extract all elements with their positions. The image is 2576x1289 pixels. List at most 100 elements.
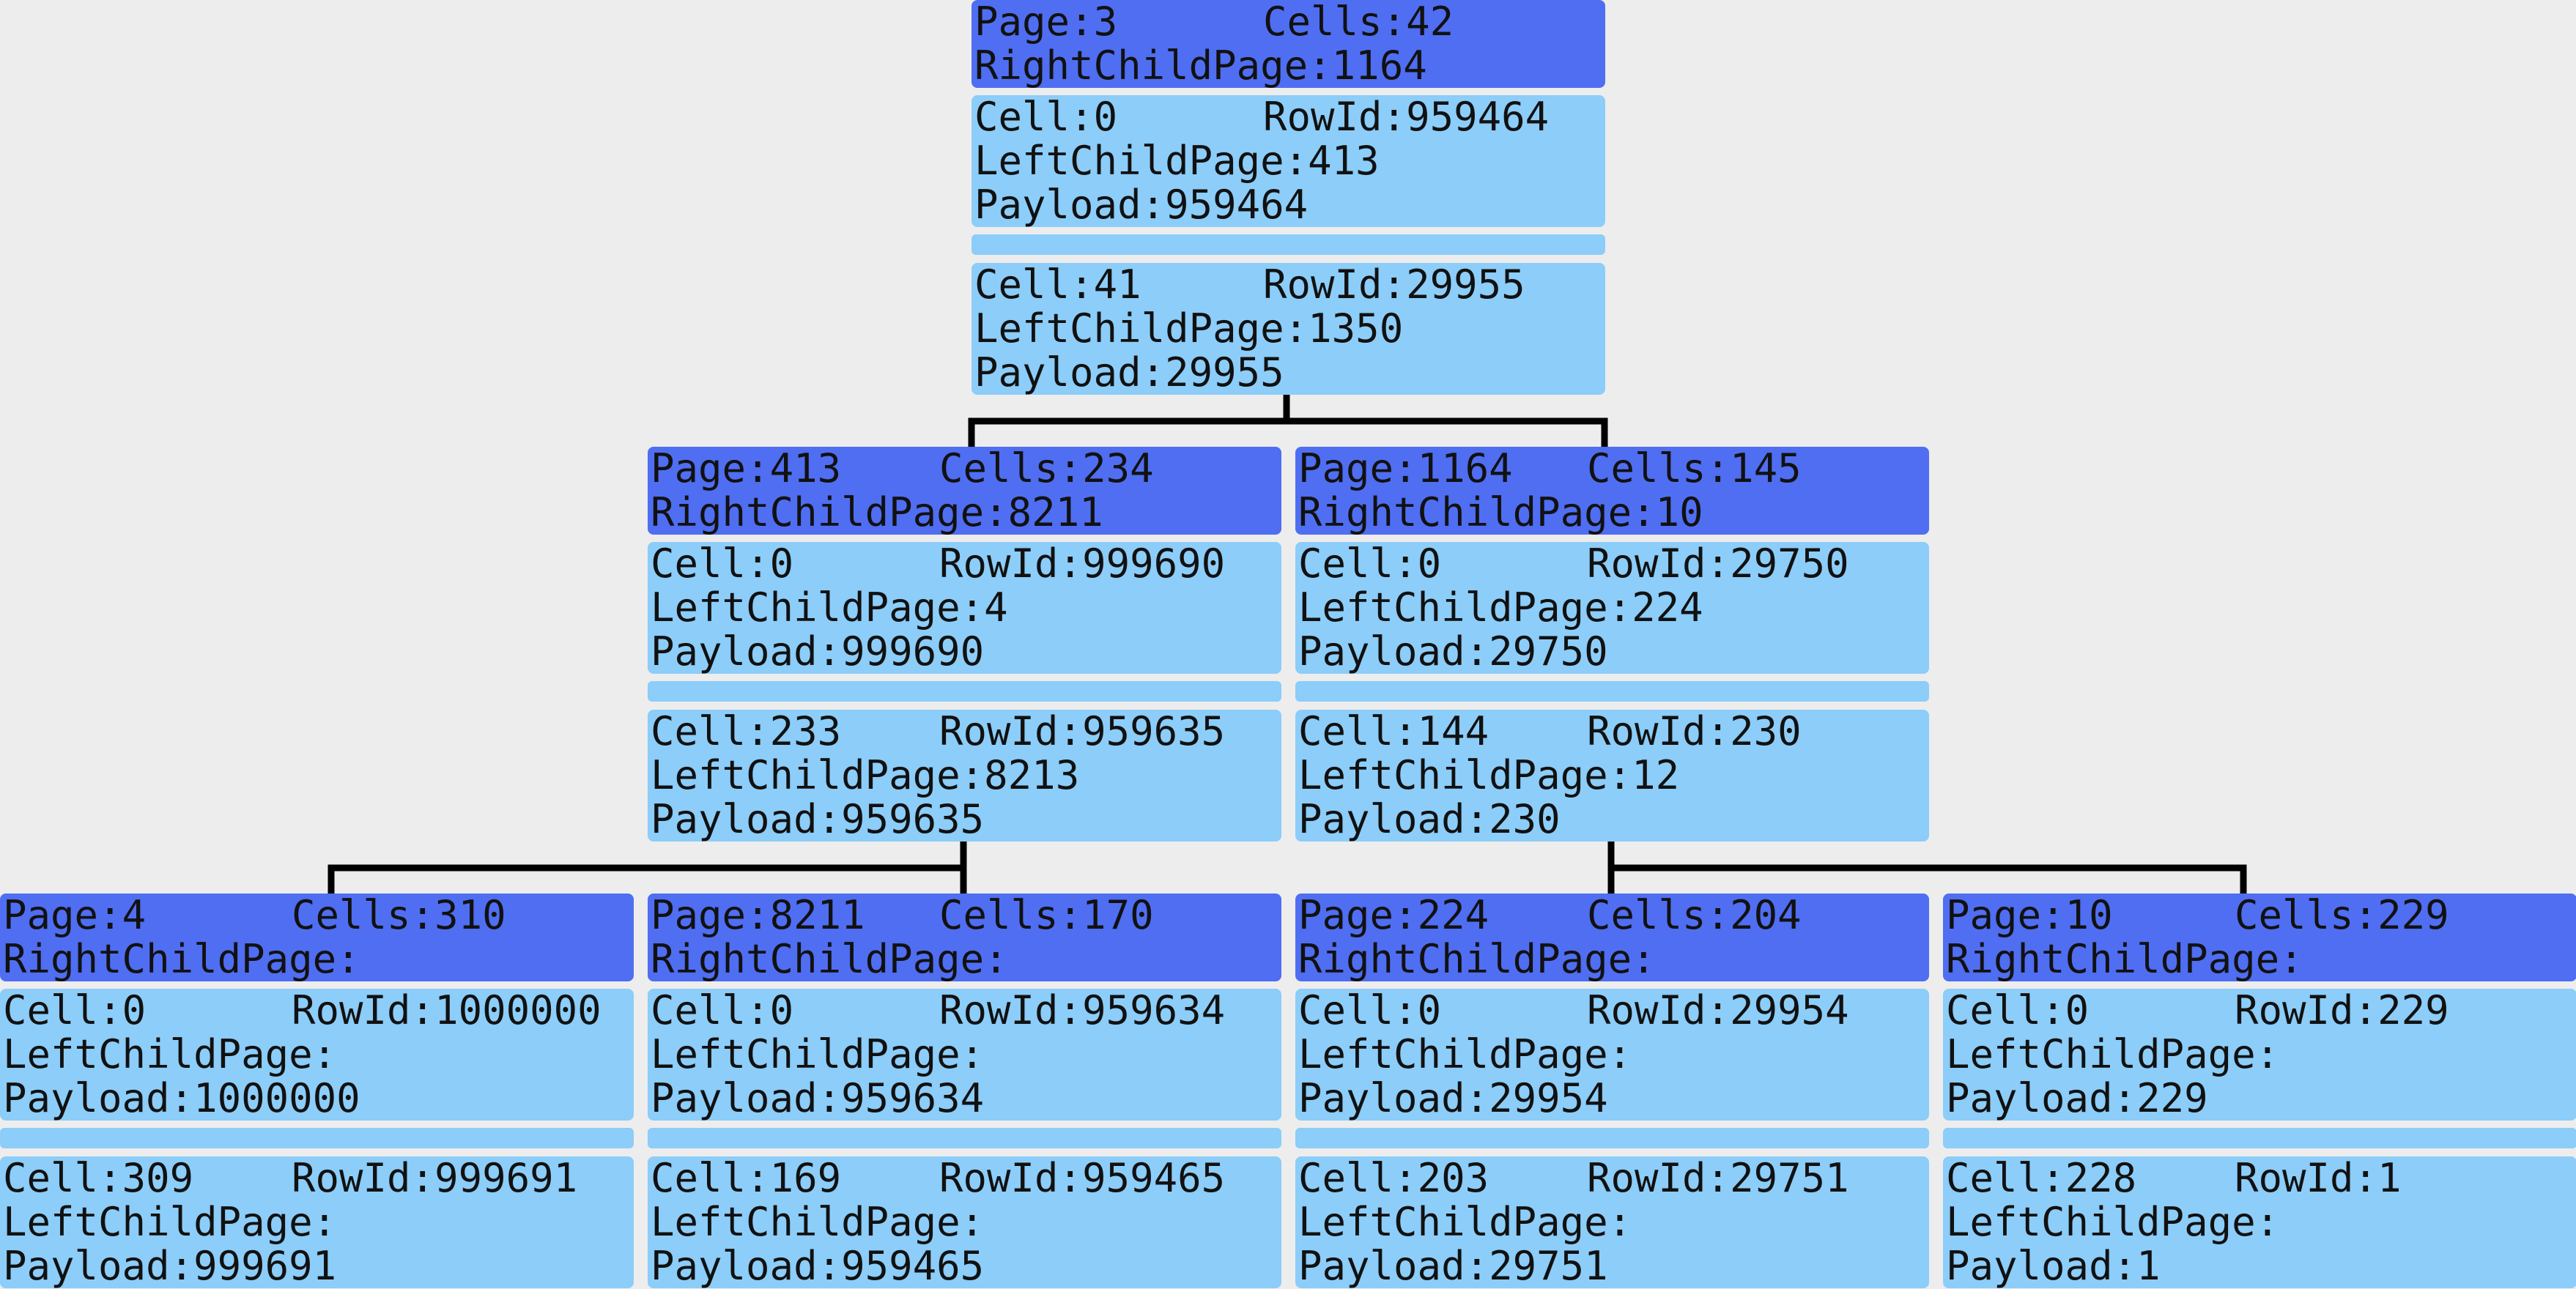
page-label: Page: [651,445,770,491]
rowid-label: RowId: [292,1155,435,1201]
page-number: 224 [1417,892,1489,938]
right-child-label: RightChildPage: [3,936,360,982]
left-child-label: LeftChildPage: [1298,584,1632,631]
left-child-label: LeftChildPage: [974,305,1309,352]
payload-label: Payload: [1298,1075,1489,1121]
cell-index: 0 [769,541,794,587]
cell-index: 203 [1417,1155,1489,1201]
payload-value: 959465 [841,1243,985,1289]
right-child-page: 10 [1655,489,1703,535]
payload-label: Payload: [1298,1243,1489,1289]
rowid-value: 959464 [1406,94,1550,140]
page-label: Page: [1298,445,1418,491]
right-child-label: RightChildPage: [651,489,1008,535]
cell-label: Cell: [3,1155,122,1201]
connector-root [968,393,1608,448]
rowid-label: RowId: [939,1155,1083,1201]
payload-label: Payload: [651,628,842,675]
rowid-value: 1000000 [434,987,602,1033]
cell-count: 170 [1082,892,1154,938]
cells-ellipsis-bar [1295,681,1929,702]
page-number: 10 [2065,892,2113,938]
cell-label: Cell: [1298,987,1418,1033]
rowid-label: RowId: [1587,987,1731,1033]
rowid-value: 29955 [1406,261,1525,308]
page-label: Page: [1298,892,1418,938]
left-child-label: LeftChildPage: [3,1199,337,1245]
cell-label: Cell: [651,708,770,754]
cells-label: Cells: [939,445,1083,491]
cell-label: Cell: [1946,1155,2065,1201]
left-child-page: 12 [1632,752,1680,798]
last-cell: Cell:233 RowId:959635 LeftChildPage:8213… [648,710,1281,842]
cell-index: 0 [2065,987,2090,1033]
payload-label: Payload: [974,349,1166,395]
payload-label: Payload: [1298,628,1489,675]
page-label: Page: [1946,892,2065,938]
rowid-label: RowId: [1587,708,1731,754]
cell-index: 228 [2065,1155,2137,1201]
cell-label: Cell: [651,987,770,1033]
payload-value: 999691 [193,1243,337,1289]
payload-value: 959635 [841,796,985,842]
left-child-label: LeftChildPage: [974,138,1309,184]
right-child-label: RightChildPage: [1298,936,1656,982]
payload-label: Payload: [3,1075,194,1121]
cell-index: 233 [769,708,842,754]
page-label: Page: [651,892,770,938]
left-child-page: 224 [1632,584,1703,631]
right-child-page: 1164 [1331,42,1427,89]
cell-label: Cell: [974,94,1094,140]
rowid-label: RowId: [2235,987,2378,1033]
left-child-label: LeftChildPage: [1946,1199,2280,1245]
page-number: 8211 [769,892,865,938]
cell-index: 0 [1417,987,1442,1033]
rowid-value: 959634 [1082,987,1226,1033]
payload-label: Payload: [651,1243,842,1289]
cell-label: Cell: [1298,708,1418,754]
rowid-value: 959465 [1082,1155,1226,1201]
page-label: Page: [3,892,122,938]
connector-page-413 [327,841,967,895]
page-number: 1164 [1417,445,1513,491]
left-child-page: 1350 [1308,305,1404,352]
page-number: 3 [1093,0,1118,45]
connector-page-1164 [1607,841,2247,895]
cell-index: 169 [769,1155,842,1201]
payload-value: 229 [2136,1075,2208,1121]
rowid-value: 1 [2377,1155,2402,1201]
cell-count: 310 [434,892,506,938]
rowid-label: RowId: [939,987,1083,1033]
cells-label: Cells: [1587,445,1731,491]
rowid-label: RowId: [1587,541,1731,587]
first-cell: Cell:0 RowId:1000000 LeftChildPage: Payl… [0,989,634,1121]
payload-label: Payload: [974,182,1166,228]
rowid-value: 29750 [1730,541,1849,587]
page-header: Page:8211 Cells:170 RightChildPage: [648,894,1281,981]
last-cell: Cell:203 RowId:29751 LeftChildPage: Payl… [1295,1156,1929,1288]
page-header: Page:4 Cells:310 RightChildPage: [0,894,634,981]
payload-value: 29954 [1489,1075,1608,1121]
right-child-label: RightChildPage: [1946,936,2303,982]
cell-count: 234 [1082,445,1154,491]
left-child-page: 4 [984,584,1008,631]
cells-ellipsis-bar [648,681,1281,702]
cell-index: 144 [1417,708,1489,754]
cells-label: Cells: [1587,892,1731,938]
payload-value: 1 [2136,1243,2161,1289]
page-header: Page:224 Cells:204 RightChildPage: [1295,894,1929,981]
cell-label: Cell: [651,1155,770,1201]
cell-index: 309 [122,1155,194,1201]
left-child-label: LeftChildPage: [1946,1031,2280,1077]
cell-label: Cell: [1298,1155,1418,1201]
page-number: 413 [769,445,842,491]
payload-label: Payload: [651,796,842,842]
cell-label: Cell: [974,261,1094,308]
rowid-value: 959635 [1082,708,1226,754]
cells-ellipsis-bar [0,1128,634,1148]
cell-index: 0 [1093,94,1118,140]
last-cell: Cell:169 RowId:959465 LeftChildPage: Pay… [648,1156,1281,1288]
first-cell: Cell:0 RowId:959464 LeftChildPage:413 Pa… [971,95,1605,227]
cells-ellipsis-bar [648,1128,1281,1148]
rowid-value: 29954 [1730,987,1849,1033]
